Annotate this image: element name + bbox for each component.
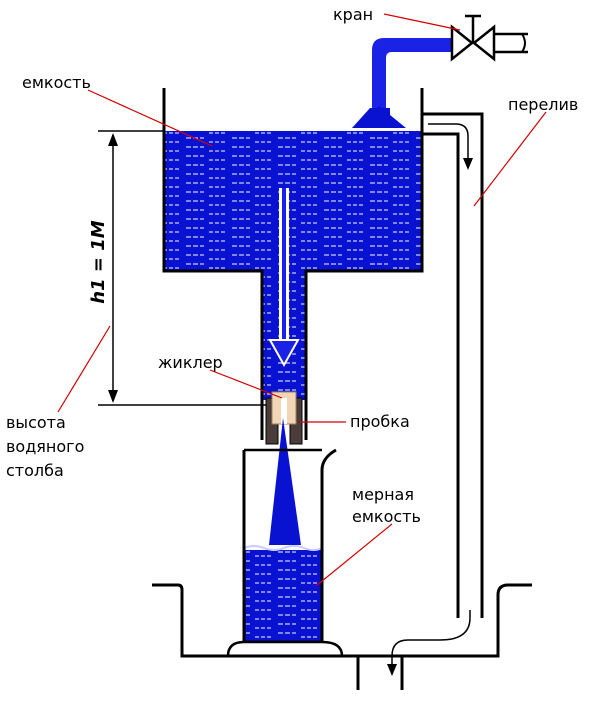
height-label: h1 = 1М [88,220,109,303]
leader-pereliv [473,111,547,207]
overflow-flow-arrow [428,123,469,160]
basin-drain [356,656,404,690]
label-mernaya-line1: мерная [352,485,414,504]
label-mernaya-line2: емкость [352,507,421,526]
inlet-nozzle-cone [352,106,406,128]
tank-ripples [164,131,422,271]
leader-vysota [57,325,111,413]
label-zhikler: жиклер [158,353,223,372]
valve [450,14,528,62]
tank-left-wall [162,88,264,440]
vessel-base [226,640,344,658]
basin [152,583,532,690]
leader-lines [57,13,547,587]
label-vysota-line2: водяного [6,437,84,456]
tank [162,88,424,440]
overflow-pipe [387,88,484,676]
leader-kran [383,13,461,31]
inlet-pipe [352,38,452,128]
label-vysota-line3: столба [6,461,64,480]
height-dimension: h1 = 1М [88,130,266,406]
label-vysota-line1: высота [6,413,66,432]
inlet-pipe-body [372,38,452,116]
measuring-vessel [226,448,344,658]
leader-mernaya [315,523,393,587]
label-kran: кран [333,5,373,24]
leader-emkost [87,89,213,147]
water-jet [269,418,301,545]
outlet-pipe-end [521,33,526,53]
valve-right-half [471,24,496,62]
jet-assembly [265,391,303,445]
label-emkost: емкость [22,73,91,92]
drain-flow-arrow [391,610,471,668]
label-probka: пробка [350,412,410,431]
jet-orifice [281,398,287,424]
flow-arrow [268,188,300,368]
label-pereliv: перелив [508,95,578,114]
leader-zhikler [209,369,283,399]
tank-right-wall [304,88,424,440]
valve-left-half [450,24,475,62]
